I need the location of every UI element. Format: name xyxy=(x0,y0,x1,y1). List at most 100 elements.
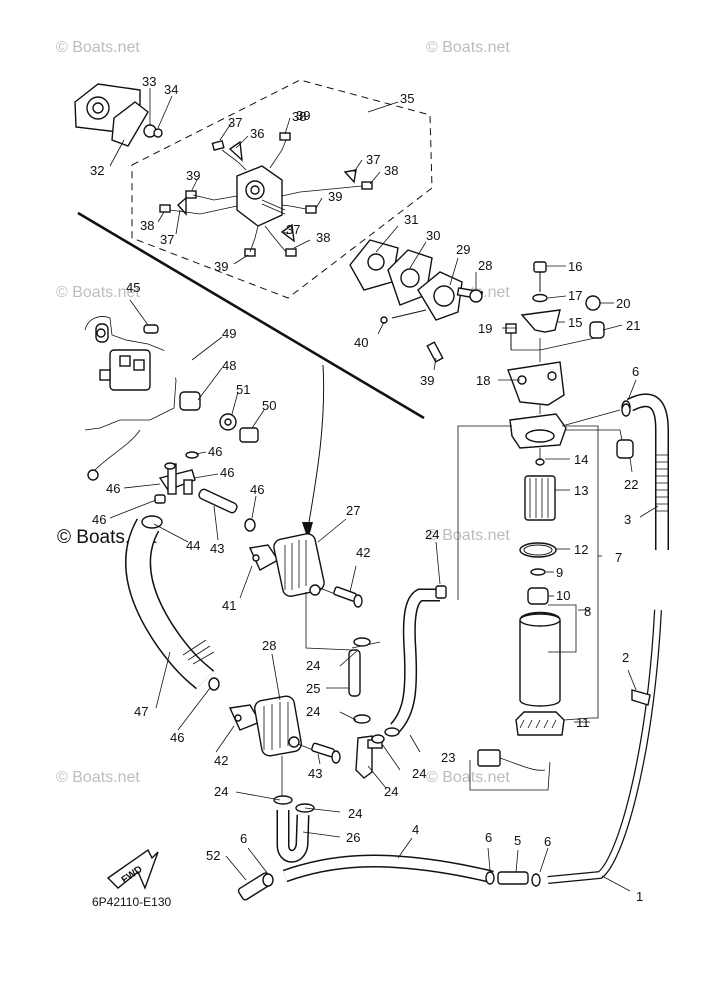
callout-46: 46 xyxy=(170,730,184,745)
callout-53: 52 xyxy=(206,848,220,863)
callout-27: 26 xyxy=(346,830,360,845)
callout-11: 11 xyxy=(576,715,590,730)
hose-26 xyxy=(348,649,361,697)
watermark: © Boats.net xyxy=(56,284,140,301)
callout-22: 22 xyxy=(624,477,638,492)
callout-25: 24 xyxy=(384,784,398,799)
callout-2: 2 xyxy=(622,650,629,665)
callout-24: 24 xyxy=(214,784,228,799)
callout-24: 24 xyxy=(306,704,320,719)
callout-13: 13 xyxy=(574,483,588,498)
callout-10: 10 xyxy=(556,588,570,603)
callout-39: 39 xyxy=(214,259,228,274)
callout-44: 43 xyxy=(210,541,224,556)
callout-39: 38 xyxy=(292,109,306,124)
watermark: © Boats.net xyxy=(56,39,140,56)
callout-30: 29 xyxy=(456,242,470,257)
callout-numbers: 1 2 3 4 5 6 6 6 6 7 8 9 10 11 12 13 14 1… xyxy=(90,74,643,904)
callout-51: 50 xyxy=(262,398,276,413)
callout-42: 41 xyxy=(222,598,236,613)
drawing-code: 6P42110-E130 xyxy=(92,895,172,909)
callout-9: 9 xyxy=(556,565,563,580)
hose-27 xyxy=(273,795,315,863)
leader xyxy=(566,429,623,441)
hose-49-50 xyxy=(143,289,201,431)
callout-50: 49 xyxy=(222,326,236,341)
hose-1 xyxy=(547,609,662,884)
joint-5 xyxy=(497,871,529,885)
callout-46: 45 xyxy=(126,280,140,295)
callout-19: 19 xyxy=(478,321,492,336)
callout-38: 38 xyxy=(316,230,330,245)
callout-46: 46 xyxy=(250,482,264,497)
callout-37: 36 xyxy=(250,126,264,141)
callout-47: 46 xyxy=(106,481,120,496)
hose-48 xyxy=(125,515,220,691)
callout-leaders xyxy=(109,88,659,892)
fuel-pump-lower xyxy=(228,695,341,798)
callout-49: 48 xyxy=(222,358,236,373)
callout-14: 14 xyxy=(574,452,588,467)
callout-20: 20 xyxy=(616,296,630,311)
callout-6: 6 xyxy=(632,364,639,379)
fwd-arrow: FWD xyxy=(106,848,159,890)
plug-51 xyxy=(239,427,259,443)
callout-40: 39 xyxy=(420,373,434,388)
callout-16: 16 xyxy=(568,259,582,274)
callout-29: 28 xyxy=(478,258,492,273)
callout-39: 39 xyxy=(186,168,200,183)
callout-38: 37 xyxy=(228,115,242,130)
fuel-filter-assembly xyxy=(477,261,634,771)
callout-39: 39 xyxy=(296,108,310,123)
pump-cover-group xyxy=(349,239,484,363)
callout-26: 25 xyxy=(306,681,320,696)
callout-31: 30 xyxy=(426,228,440,243)
callout-28: 27 xyxy=(346,503,360,518)
callout-4: 4 xyxy=(412,822,419,837)
callout-28: 28 xyxy=(262,638,276,653)
callout-32: 31 xyxy=(404,212,418,227)
callout-41: 40 xyxy=(354,335,368,350)
callout-6: 6 xyxy=(544,834,551,849)
kit-arrow xyxy=(307,364,325,529)
callout-48: 47 xyxy=(134,704,148,719)
watermark: © Boats.net xyxy=(426,527,510,544)
callout-39: 39 xyxy=(328,189,342,204)
callout-24: 24 xyxy=(412,766,426,781)
hose-4 xyxy=(282,854,494,884)
callout-23: 23 xyxy=(441,750,455,765)
callout-7: 7 xyxy=(615,550,622,565)
fuel-pump-upper xyxy=(248,533,363,608)
watermark: © Boats.net xyxy=(426,769,510,786)
callout-24: 24 xyxy=(425,527,439,542)
callout-46: 46 xyxy=(220,465,234,480)
callout-5: 5 xyxy=(514,833,521,848)
hose-3 xyxy=(621,393,669,550)
callout-24: 24 xyxy=(306,658,320,673)
callout-3: 3 xyxy=(624,512,631,527)
callout-38: 38 xyxy=(384,163,398,178)
callout-12: 12 xyxy=(574,542,588,557)
callout-52: 51 xyxy=(236,382,250,397)
connector xyxy=(305,592,353,651)
callout-37: 37 xyxy=(286,222,300,237)
callout-17: 17 xyxy=(568,288,582,303)
callout-43: 43 xyxy=(308,766,322,781)
callout-21: 21 xyxy=(626,318,640,333)
clamp-2 xyxy=(631,689,651,706)
callout-15: 15 xyxy=(568,315,582,330)
callout-43: 42 xyxy=(356,545,370,560)
callout-8: 8 xyxy=(584,604,591,619)
pump-kit-assembly xyxy=(74,79,433,299)
leader xyxy=(457,425,512,600)
callout-6: 6 xyxy=(240,831,247,846)
leader xyxy=(566,425,599,719)
section-divider xyxy=(77,211,425,420)
callout-37: 37 xyxy=(366,152,380,167)
callout-37: 37 xyxy=(160,232,174,247)
callout-34: 33 xyxy=(142,74,156,89)
watermark: © Boats.net xyxy=(426,39,510,56)
callout-35: 34 xyxy=(164,82,178,97)
callout-24: 24 xyxy=(348,806,362,821)
